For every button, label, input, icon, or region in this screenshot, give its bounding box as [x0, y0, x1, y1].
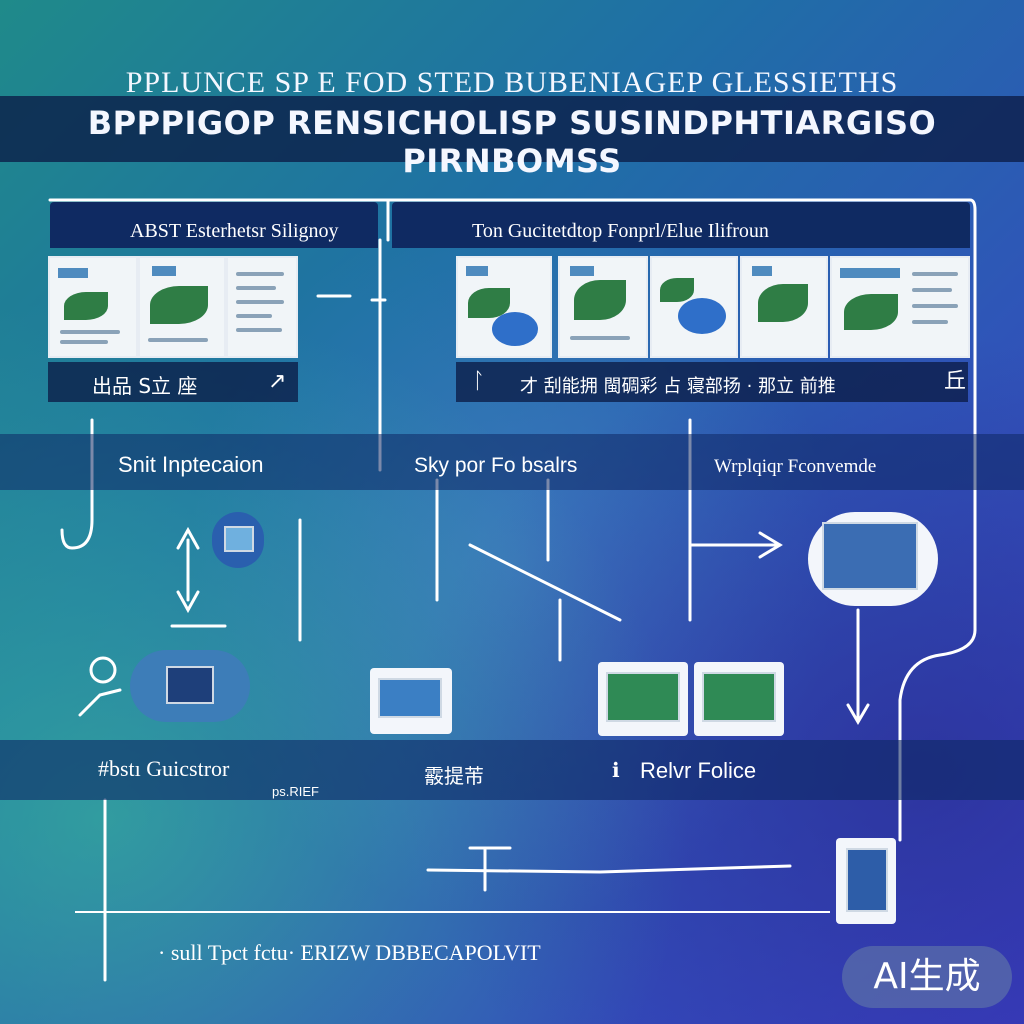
right-panel-header: [392, 202, 970, 248]
left-document-thumbnail-1: [48, 256, 138, 358]
id-card-icon: [836, 838, 896, 924]
title-band: [0, 96, 1024, 162]
kiosk-station-icon: [370, 668, 452, 734]
terminal-left-icon: [598, 662, 688, 736]
stage-middle-label: Sky por Fo bsalrs: [414, 454, 578, 477]
left-document-thumbnail-3: [226, 256, 298, 358]
terminal-right-icon: [694, 662, 784, 736]
bottom-left-sublabel: ps.RIEF: [272, 784, 319, 799]
scanner-device-icon: [212, 512, 264, 568]
right-document-thumbnail-3: [650, 256, 738, 358]
bottom-right-label: Relvr Folice: [640, 758, 757, 783]
right-document-thumbnail-5: [830, 256, 970, 358]
left-caption: 出品 S立 座: [92, 374, 198, 398]
bottom-left-label: #bstı Guicstror: [98, 756, 230, 781]
page-title: PPLUNCE SP E FOD STED BUBENIAGEP GLESSIE…: [125, 66, 899, 99]
left-caption-symbol: ↗: [268, 368, 287, 393]
right-caption-bar: [456, 362, 968, 402]
left-panel-header: [50, 202, 378, 248]
right-caption: 才 刮能拥 閩碉彩 占 寝部扬 · 那立 前推: [520, 376, 836, 397]
footer-text: · sull Tpct fctu· ERIZW DBBECAPOLVIT: [158, 940, 541, 965]
left-caption-bar: [48, 362, 298, 402]
stage-band: [0, 434, 1024, 490]
stage-right-label: Wrplqiqr Fconvemde: [714, 456, 877, 477]
right-caption-right-symbol: 丘: [944, 368, 967, 393]
left-panel-title: ABST Esterhetsr Silignoy: [130, 220, 339, 242]
right-document-thumbnail-2: [558, 256, 648, 358]
stage-left-label: Snit Inptecaion: [118, 452, 264, 477]
right-document-thumbnail-4: [740, 256, 828, 358]
page-subtitle: BPPPIGOP RENSICHOLISP SUSINDPHTIARGISO P…: [87, 104, 937, 180]
right-panel-title: Ton Gucitetdtop Fonprl/Elue Ilifroun: [472, 220, 769, 242]
hand-scanner-icon: [130, 650, 250, 722]
bottom-right-prefix: ℹ: [612, 760, 620, 782]
ai-generated-badge: AI生成: [842, 946, 1012, 1008]
monitor-bubble-icon: [808, 512, 938, 606]
bottom-band: [0, 740, 1024, 800]
right-document-thumbnail-1: [456, 256, 552, 358]
left-document-thumbnail-2: [138, 256, 226, 358]
bottom-middle-label: 霰提芾: [424, 764, 484, 788]
right-caption-left-symbol: ᛚ: [472, 368, 486, 393]
